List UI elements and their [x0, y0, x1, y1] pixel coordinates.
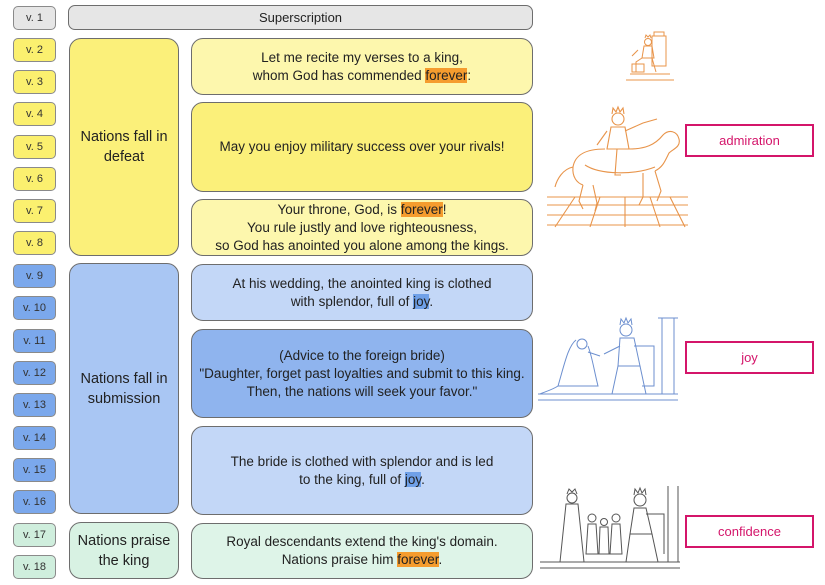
- section-label: Nations fall in submission: [80, 370, 168, 407]
- verse-label: v. 2: [13, 38, 56, 62]
- passage-line: (Advice to the foreign bride): [279, 347, 445, 363]
- verse-label: v. 5: [13, 135, 56, 159]
- enthroned-king-icon: [626, 31, 674, 81]
- theme-label: joy: [741, 350, 758, 365]
- passage-line: to the king, full of: [299, 471, 405, 487]
- passage-line: whom God has commended: [252, 67, 426, 83]
- verse-label: v. 12: [13, 361, 56, 385]
- verse-label: v. 3: [13, 70, 56, 94]
- verse-label: v. 14: [13, 426, 56, 450]
- highlight-forever: forever: [400, 201, 443, 217]
- punctuation: .: [421, 471, 425, 487]
- passage-line: May you enjoy military success over your…: [219, 139, 505, 154]
- section-label: Nations praise the king: [77, 532, 171, 569]
- verse-label: v. 9: [13, 264, 56, 288]
- verse-label: v. 11: [13, 329, 56, 353]
- passage-box: Let me recite my verses to a king, whom …: [191, 38, 533, 95]
- royal-family-icon: [540, 486, 680, 569]
- passage-line: Then, the nations will seek your favor.": [246, 383, 478, 399]
- verse-label: v. 16: [13, 490, 56, 514]
- passage-box: May you enjoy military success over your…: [191, 102, 533, 192]
- passage-line: The bride is clothed with splendor and i…: [230, 453, 494, 469]
- verse-label: v. 6: [13, 167, 56, 191]
- section-praise: Nations praise the king: [69, 522, 179, 579]
- superscription-label: Superscription: [258, 9, 343, 25]
- verse-label: v. 15: [13, 458, 56, 482]
- passage-box: Your throne, God, is forever! You rule j…: [191, 199, 533, 256]
- section-label: Nations fall in defeat: [80, 129, 168, 165]
- passage-line: Let me recite my verses to a king,: [261, 49, 463, 65]
- punctuation: !: [442, 201, 447, 217]
- highlight-forever: forever: [425, 67, 468, 83]
- passage-box: (Advice to the foreign bride) "Daughter,…: [191, 329, 533, 418]
- highlight-joy: joy: [413, 293, 430, 309]
- passage-line: Your throne, God, is: [277, 201, 401, 217]
- punctuation: .: [438, 552, 443, 567]
- verse-label: v. 4: [13, 102, 56, 126]
- king-on-horse-icon: [547, 105, 688, 228]
- passage-line: Nations praise him: [281, 552, 398, 567]
- passage-line: with splendor, full of: [290, 293, 414, 309]
- passage-box: Royal descendants extend the king's doma…: [191, 523, 533, 579]
- theme-label: admiration: [719, 133, 780, 148]
- theme-label: confidence: [718, 524, 781, 539]
- passage-box: At his wedding, the anointed king is clo…: [191, 264, 533, 321]
- punctuation: .: [429, 293, 434, 309]
- superscription-box: Superscription: [68, 5, 533, 30]
- section-submission: Nations fall in submission: [69, 263, 179, 514]
- passage-line: "Daughter, forget past loyalties and sub…: [199, 365, 525, 381]
- verse-label: v. 10: [13, 296, 56, 320]
- passage-line: so God has anointed you alone among the …: [215, 237, 509, 253]
- verse-label: v. 13: [13, 393, 56, 417]
- verse-label: v. 18: [13, 555, 56, 579]
- verse-label: v. 17: [13, 523, 56, 547]
- verse-label: v. 1: [13, 6, 56, 30]
- highlight-forever: forever: [397, 552, 439, 567]
- highlight-joy: joy: [404, 471, 422, 487]
- section-defeat: Nations fall in defeat: [69, 38, 179, 256]
- theme-admiration: admiration: [685, 124, 814, 157]
- theme-confidence: confidence: [685, 515, 814, 548]
- passage-line: You rule justly and love righteousness,: [247, 219, 477, 235]
- bride-kneeling-before-king-icon: [538, 316, 678, 401]
- passage-line: At his wedding, the anointed king is clo…: [232, 275, 492, 291]
- verse-label: v. 8: [13, 231, 56, 255]
- punctuation: :: [467, 67, 472, 83]
- verse-label: v. 7: [13, 199, 56, 223]
- passage-line: Royal descendants extend the king's doma…: [226, 534, 498, 549]
- theme-joy: joy: [685, 341, 814, 374]
- passage-box: The bride is clothed with splendor and i…: [191, 426, 533, 515]
